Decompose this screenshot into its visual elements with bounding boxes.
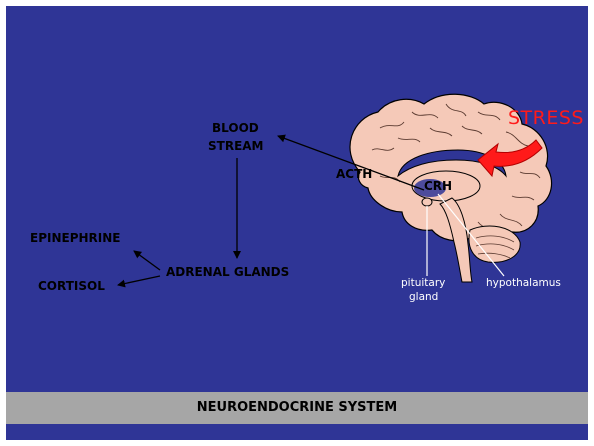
label-stress: STRESS (508, 107, 584, 129)
label-hypothalamus: hypothalamus (486, 277, 561, 290)
label-crh: CRH (424, 179, 452, 193)
label-pituitary-line2: gland (409, 291, 438, 304)
label-cortisol: CORTISOL (38, 279, 105, 293)
footer-bar: NEUROENDOCRINE SYSTEM (6, 392, 588, 424)
footer-title: NEUROENDOCRINE SYSTEM (6, 392, 588, 424)
pituitary (422, 198, 432, 206)
label-stream: STREAM (208, 139, 264, 153)
label-pituitary-line1: pituitary (401, 277, 445, 290)
label-epinephrine: EPINEPHRINE (30, 231, 120, 245)
label-adrenal-glands: ADRENAL GLANDS (166, 265, 289, 279)
arrow-adrenal-to-cortisol (118, 276, 160, 285)
label-acth: ACTH (336, 167, 372, 181)
label-blood: BLOOD (212, 121, 259, 135)
arrow-adrenal-to-epinephrine (134, 251, 160, 270)
